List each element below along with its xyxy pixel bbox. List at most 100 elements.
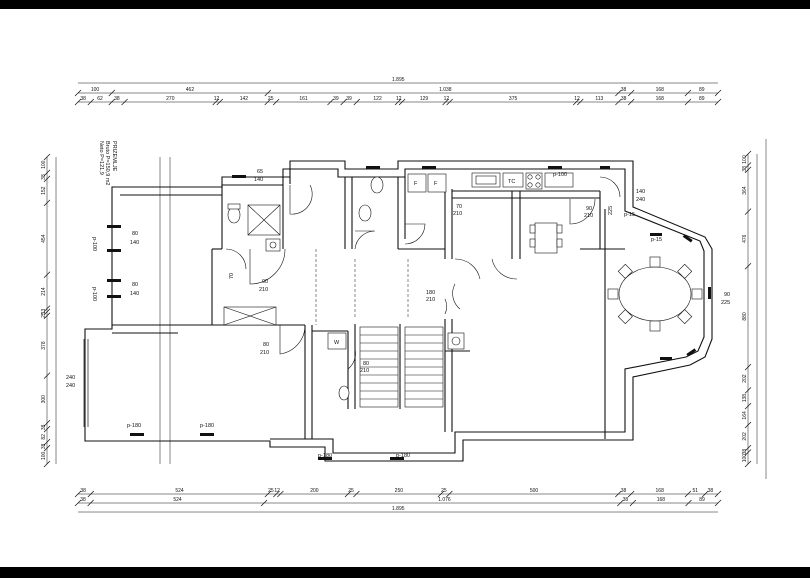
dimension-tick xyxy=(701,490,709,498)
dimension-tick xyxy=(264,490,272,498)
dim-top-row3-6: 25 xyxy=(268,96,274,102)
dimension-tick xyxy=(446,490,453,498)
exterior-walls xyxy=(84,160,713,462)
dim-bottom-row3-6: 250 xyxy=(395,488,404,494)
dimension-tick xyxy=(617,499,624,507)
dim-bottom-row3-1: 524 xyxy=(175,488,184,494)
dimension-tick xyxy=(442,98,449,106)
dimension-tick xyxy=(74,499,82,507)
dim-right-5: 202 xyxy=(742,374,748,383)
dim-top-row3-14: 375 xyxy=(509,96,518,102)
dimension-tick xyxy=(264,89,272,97)
dim-bottom-row3-11: 51 xyxy=(693,488,699,494)
dim-bottom-row3-2: 25 xyxy=(268,488,274,494)
dimension-tick xyxy=(744,150,752,158)
dim-right-9: 38 xyxy=(742,449,748,455)
dimension-tick xyxy=(272,98,280,106)
dim-top-row3-12: 129 xyxy=(420,96,429,102)
dimension-tick xyxy=(744,363,752,371)
dim-left-10: 82 xyxy=(41,434,47,440)
dimension-tick xyxy=(627,89,635,97)
dim-left-9: 38 xyxy=(41,424,47,430)
door-hall-height: 210 xyxy=(259,287,268,293)
dimension-tick xyxy=(87,499,94,507)
dashed-overhead-lines xyxy=(315,219,606,369)
dimension-tick xyxy=(43,153,51,161)
dimension-tick xyxy=(43,419,51,427)
dim-bottom-row3-9: 38 xyxy=(621,488,627,494)
dimension-tick xyxy=(74,89,82,97)
dim-left-3: 454 xyxy=(41,234,47,243)
dimension-tick xyxy=(628,98,635,106)
door-wc-height: 210 xyxy=(360,368,369,374)
window-marks xyxy=(83,166,711,460)
dim-top-row2-5: 89 xyxy=(699,87,705,93)
dining-chair xyxy=(649,320,661,332)
dim-bottom-row2-3: 38 xyxy=(623,497,629,503)
dimension-tick xyxy=(744,449,752,456)
window-kitchen-type: p-100 xyxy=(553,172,567,178)
window-bay-1-type: p-15 xyxy=(651,237,662,243)
dimension-tick xyxy=(615,89,622,97)
dim-top-row3-4: 12 xyxy=(214,96,220,102)
plan-title-gross-area: Bruto P=150,9 m2 xyxy=(104,141,110,186)
door-top-width: 65 xyxy=(257,169,263,175)
dim-left-0: 100 xyxy=(41,160,47,169)
dining-chair xyxy=(607,288,619,300)
dimension-tick xyxy=(744,166,752,174)
dimension-tick xyxy=(714,499,722,507)
dim-top-row3-11: 12 xyxy=(396,96,402,102)
window-bottom-4-type: p-180 xyxy=(396,453,410,459)
dim-bottom-row2-2: 1.076 xyxy=(438,497,451,503)
dimension-tick xyxy=(327,98,334,106)
plan-title: PRIZEMLJE Bruto P=150,9 m2 Neto P=121,9 xyxy=(98,141,117,186)
dimension-tick xyxy=(216,98,224,106)
fridge-label-2: F xyxy=(434,181,438,187)
washer-label: W xyxy=(334,340,340,346)
dim-top-row3-1: 62 xyxy=(97,96,103,102)
fixtures: F F TC W xyxy=(223,172,703,401)
dimension-tick xyxy=(43,175,51,183)
dim-top-row3-3: 270 xyxy=(166,96,175,102)
dim-right-7: 164 xyxy=(742,411,748,420)
dimension-tick xyxy=(264,98,271,106)
dimension-tick xyxy=(121,98,128,106)
dimension-tick xyxy=(744,162,752,169)
window-bottom-1-type: p-180 xyxy=(127,423,141,429)
dimension-tick xyxy=(437,490,445,498)
dim-bottom-row3-5: 25 xyxy=(348,488,354,494)
window-left-1-height: 140 xyxy=(130,240,139,246)
dim-top-row3-8: 39 xyxy=(333,96,339,102)
dimension-tick xyxy=(744,208,752,215)
dimension-tick xyxy=(615,98,622,106)
window-left-1-width: 80 xyxy=(132,231,138,237)
dim-bottom-row2-4: 168 xyxy=(657,497,666,503)
dim-top-row3-7: 161 xyxy=(299,96,308,102)
dim-left-7: 378 xyxy=(41,341,47,350)
dimension-tick xyxy=(43,438,51,446)
dim-bottom-row3-0: 38 xyxy=(80,488,86,494)
dimension-tick xyxy=(685,499,692,507)
dimension-tick xyxy=(277,490,284,498)
dim-right-2: 364 xyxy=(742,186,748,195)
dimension-tick xyxy=(43,444,51,452)
dim-top-row2-1: 462 xyxy=(186,87,195,93)
dimension-tick xyxy=(108,89,116,97)
dim-top-row3-19: 89 xyxy=(699,96,705,102)
dim-bottom-row3-3: 12 xyxy=(274,488,280,494)
dimension-tick xyxy=(353,490,360,498)
dimension-tick xyxy=(744,387,752,394)
dimension-tick xyxy=(43,312,51,320)
dimension-tick xyxy=(744,444,752,452)
dimension-tick xyxy=(74,490,82,498)
window-bay-2-type: p-15 xyxy=(624,212,635,218)
dim-top-row3-10: 122 xyxy=(373,96,382,102)
dim-right-4: 880 xyxy=(742,312,748,321)
dimension-tick xyxy=(744,421,752,429)
dining-chair xyxy=(617,263,633,279)
dim-top-row2-2: 1.038 xyxy=(439,87,452,93)
window-bottom-3-type: p-180 xyxy=(318,453,332,459)
door-room-height: 210 xyxy=(260,350,269,356)
dining-chair xyxy=(691,288,703,300)
